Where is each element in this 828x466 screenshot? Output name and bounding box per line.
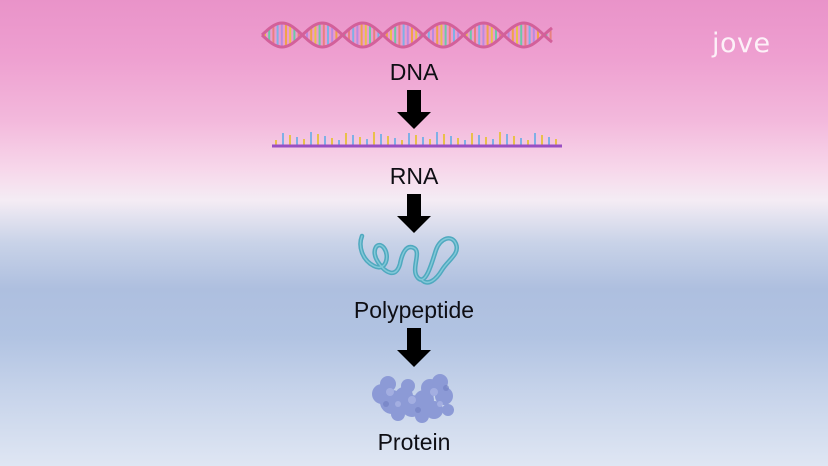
arrow-dna-to-rna [397,90,431,129]
arrow-polypeptide-to-protein [397,328,431,367]
dna-label: DNA [389,59,439,85]
protein-label: Protein [377,429,451,455]
arrow-rna-to-polypeptide [397,194,431,233]
dna-helix-icon [260,21,553,49]
rna-strand-icon [272,132,562,148]
logo-text: jove [712,28,771,59]
helix-strand-b [260,21,553,49]
jove-logo: jove [712,28,792,62]
polypeptide-label: Polypeptide [353,297,475,323]
protein-structure-icon [372,374,454,423]
rna-label: RNA [389,163,439,189]
polypeptide-chain-icon [358,233,460,285]
